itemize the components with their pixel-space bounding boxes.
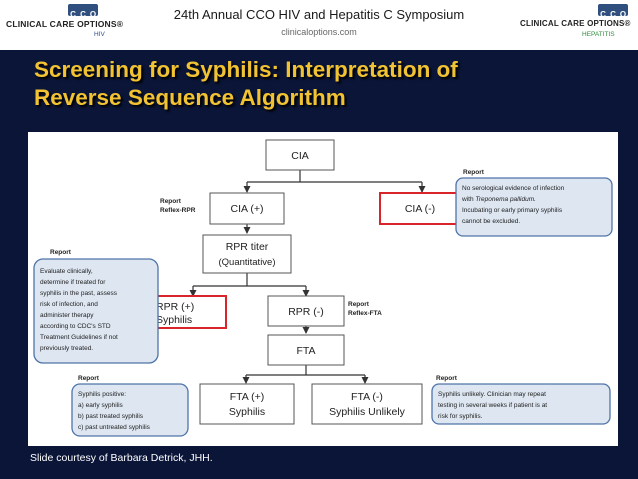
note-evaluate-line: administer therapy: [40, 312, 94, 319]
note-cia-neg-organism: Treponema pallidum.: [475, 196, 536, 203]
note-evaluate-line: according to CDC's STD: [40, 323, 111, 330]
box-fta-pos: [199, 383, 295, 425]
label-fta: FTA: [296, 345, 315, 357]
note-evaluate-line: Evaluate clinically,: [40, 268, 93, 275]
note-positive: [71, 383, 189, 437]
logo-letter: C: [70, 10, 76, 19]
note-cia-neg-line: with Treponema pallidum.: [461, 196, 536, 203]
note-positive-line: Syphilis positive:: [78, 391, 126, 398]
label-rpr-titer-sub: (Quantitative): [218, 257, 275, 268]
report-reflex-fta-sub: Reflex-FTA: [348, 310, 382, 317]
report-labels: Report Reflex-RPR Report Reflex-FTA Repo…: [50, 169, 485, 382]
note-positive-heading: Report: [78, 375, 100, 382]
box-rpr-titer: [202, 234, 292, 274]
conference-title: 24th Annual CCO HIV and Hepatitis C Symp…: [173, 7, 465, 22]
logo-name: CLINICAL CARE OPTIONS®: [6, 19, 123, 29]
note-cia-neg-line: Incubating or early primary syphilis: [462, 207, 563, 214]
note-evaluate-line: risk of infection, and: [40, 301, 98, 308]
algorithm-figure: CIA CIA (+) CIA (-) RPR titer (Quantitat…: [28, 132, 618, 446]
note-evaluate-line: Treatment Guidelines if not: [40, 334, 118, 341]
label-cia-neg: CIA (-): [405, 203, 435, 215]
note-unlikely-line: risk for syphilis.: [438, 413, 483, 420]
label-rpr-neg: RPR (-): [288, 306, 324, 318]
logo-sub: HIV: [94, 31, 105, 38]
label-fta-pos-sub: Syphilis: [229, 406, 265, 418]
note-evaluate-heading: Report: [50, 249, 72, 256]
label-fta-pos: FTA (+): [230, 391, 265, 403]
box-rpr-pos: [149, 295, 227, 329]
slide-credit: Slide courtesy of Barbara Detrick, JHH.: [30, 452, 213, 464]
box-cia-pos: [209, 192, 285, 225]
note-callouts: [33, 177, 613, 437]
logo-letter: C: [610, 10, 616, 19]
highlighted-boxes: [149, 192, 461, 329]
note-evaluate: [33, 258, 159, 364]
note-positive-line: b) past treated syphilis: [78, 413, 144, 420]
note-positive-line: c) past untreated syphilis: [78, 424, 151, 431]
connectors: [189, 170, 426, 384]
note-evaluate-line: syphilis in the past, assess: [40, 290, 118, 297]
conference-url: clinicaloptions.com: [281, 27, 357, 37]
label-rpr-pos: RPR (+): [156, 301, 194, 313]
note-evaluate-line: previously treated.: [40, 345, 93, 352]
logo-name: CLINICAL CARE OPTIONS®: [520, 19, 631, 28]
label-rpr-titer: RPR titer: [226, 241, 269, 253]
report-reflex-rpr-sub: Reflex-RPR: [160, 207, 196, 214]
logo-letter: O: [89, 10, 97, 19]
note-cia-neg-line: cannot be excluded.: [462, 218, 520, 225]
note-evaluate-line: determine if treated for: [40, 279, 106, 286]
box-cia-neg: [379, 192, 461, 225]
report-reflex-fta: Report: [348, 301, 370, 308]
note-unlikely: [431, 383, 611, 425]
box-rpr-neg: [267, 295, 345, 327]
label-cia-pos: CIA (+): [231, 203, 264, 215]
label-fta-neg-sub: Syphilis Unlikely: [329, 406, 406, 418]
note-cia-neg-heading: Report: [463, 169, 485, 176]
logo-name-text: CLINICAL CARE OPTIONS: [6, 19, 117, 29]
logo-letter: O: [619, 10, 627, 19]
note-cia-neg-line: with: [461, 196, 475, 203]
registered-mark: ®: [116, 19, 124, 29]
logo-letter: C: [80, 10, 86, 19]
algorithm-diagram: CIA CIA (+) CIA (-) RPR titer (Quantitat…: [33, 139, 613, 437]
registered-mark: ®: [624, 19, 631, 28]
note-cia-neg-line: No serological evidence of infection: [462, 185, 565, 192]
report-reflex-rpr: Report: [160, 198, 182, 205]
box-labels: CIA CIA (+) CIA (-) RPR titer (Quantitat…: [156, 150, 435, 418]
label-cia: CIA: [291, 150, 309, 162]
logo-letter: C: [600, 10, 606, 19]
slide-title-line1: Screening for Syphilis: Interpretation o…: [34, 57, 458, 82]
label-rpr-pos-sub: Syphilis: [156, 314, 192, 326]
note-positive-line: a) early syphilis: [78, 402, 124, 409]
box-cia: [265, 139, 335, 171]
box-fta: [267, 334, 345, 366]
slide-title-line2: Reverse Sequence Algorithm: [34, 85, 346, 110]
slide-title: Screening for Syphilis: Interpretation o…: [34, 56, 624, 112]
label-fta-neg: FTA (-): [351, 391, 383, 403]
box-fta-neg: [311, 383, 423, 425]
note-text: No serological evidence of infection wit…: [40, 185, 565, 431]
decision-boxes: [199, 139, 423, 425]
logo-name-text: CLINICAL CARE OPTIONS: [520, 19, 625, 28]
note-unlikely-heading: Report: [436, 375, 458, 382]
logo-sub: HEPATITIS: [582, 31, 615, 38]
note-unlikely-line: Syphilis unlikely. Clinician may repeat: [438, 391, 546, 398]
note-unlikely-line: testing in several weeks if patient is a…: [438, 402, 547, 409]
note-cia-neg: [455, 177, 613, 237]
